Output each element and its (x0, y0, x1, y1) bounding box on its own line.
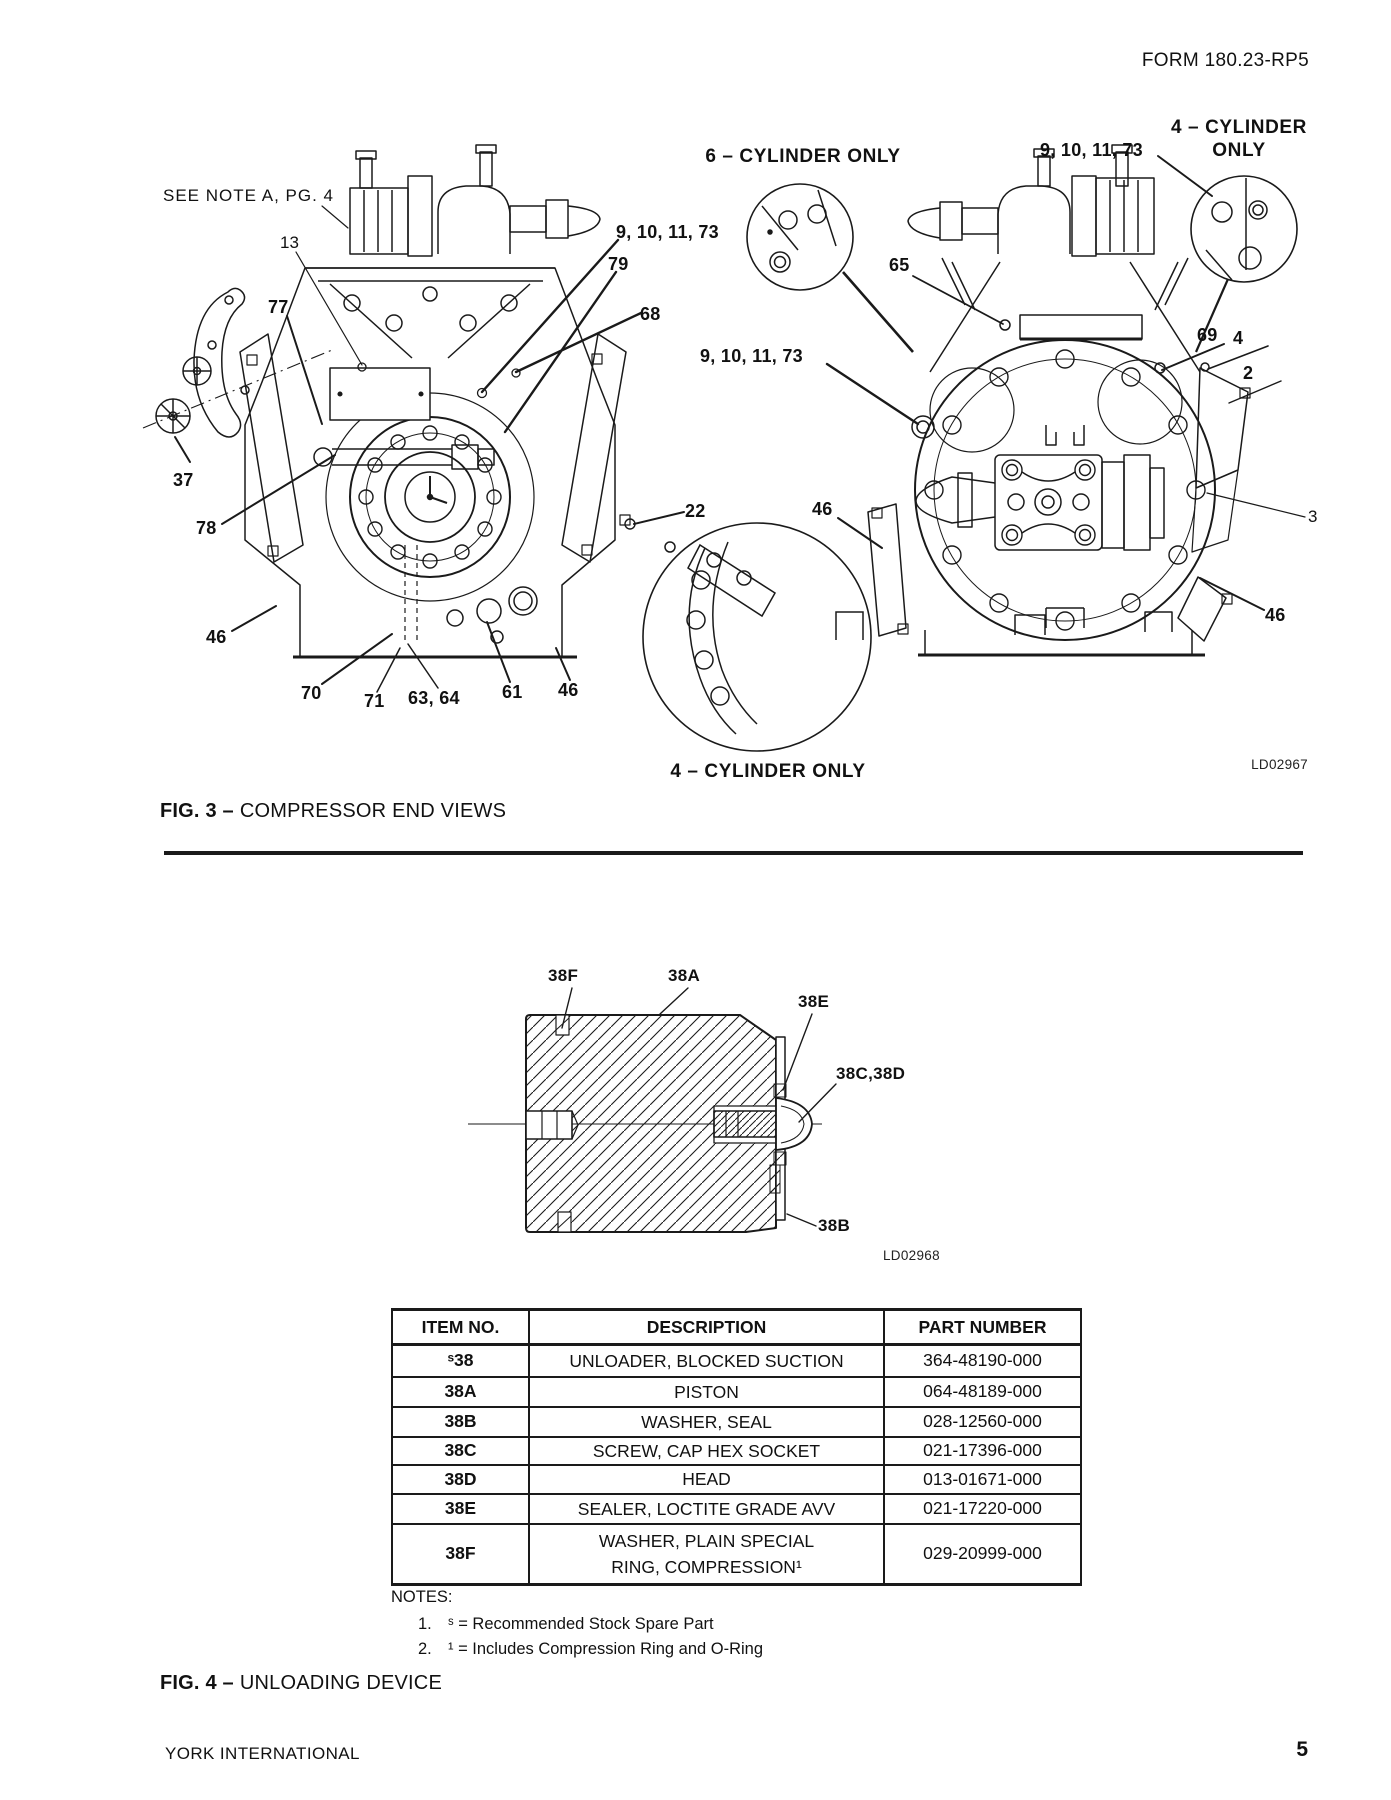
callout-46-bottom: 46 (558, 680, 579, 700)
table-row: 38C SCREW, CAP HEX SOCKET 021-17396-000 (391, 1435, 1082, 1466)
fig3-caption: FIG. 3 –COMPRESSOR END VIEWS (160, 800, 506, 823)
fig3-leader-lines (174, 155, 1306, 693)
cell-item: 38E (391, 1492, 530, 1525)
callout-3: 3 (1308, 507, 1318, 526)
callout-70: 70 (301, 683, 322, 703)
cell-part: 364-48190-000 (883, 1343, 1082, 1378)
parts-table-header-row: ITEM NO. DESCRIPTION PART NUMBER (391, 1308, 1082, 1346)
cell-part: 029-20999-000 (883, 1522, 1082, 1586)
table-row: 38F WASHER, PLAIN SPECIAL RING, COMPRESS… (391, 1522, 1082, 1586)
cell-description: SEALER, LOCTITE GRADE AVV (528, 1492, 885, 1525)
cell-description: HEAD (528, 1463, 885, 1495)
callout-79: 79 (608, 254, 629, 274)
note-item-1: 1. ˢ = Recommended Stock Spare Part (418, 1615, 714, 1634)
callout-61: 61 (502, 682, 523, 702)
fig3-caption-number: FIG. 3 – (160, 800, 234, 822)
callout-9-10-11-73-middle: 9, 10, 11, 73 (700, 346, 803, 366)
fig4-caption: FIG. 4 –UNLOADING DEVICE (160, 1672, 442, 1695)
cell-part: 021-17220-000 (883, 1492, 1082, 1525)
fig4-unloader-drawing (468, 987, 837, 1233)
footer-company: YORK INTERNATIONAL (165, 1744, 360, 1763)
note-1-text: ˢ = Recommended Stock Spare Part (448, 1615, 714, 1633)
callout-38e: 38E (798, 992, 830, 1011)
caption-4-cylinder-only-bottom: 4 – CYLINDER ONLY (670, 761, 866, 782)
callout-37: 37 (173, 470, 194, 490)
note-2-text: ¹ = Includes Compression Ring and O-Ring (448, 1640, 764, 1658)
caption-4-cylinder-line1: 4 – CYLINDER (1170, 117, 1307, 138)
drawing-id-ld02967: LD02967 (1251, 757, 1308, 772)
callout-46-middle: 46 (812, 499, 833, 519)
callout-38c-38d: 38C,38D (836, 1064, 906, 1083)
cell-description: PISTON (528, 1375, 885, 1408)
callout-68: 68 (640, 304, 661, 324)
cell-item: 38A (391, 1375, 530, 1408)
callout-38b: 38B (818, 1216, 851, 1235)
col-header-item-no: ITEM NO. (391, 1308, 530, 1346)
cell-item: 38B (391, 1405, 530, 1438)
cell-part: 013-01671-000 (883, 1463, 1082, 1495)
cell-item: ˢ38 (391, 1343, 530, 1378)
fig4-caption-number: FIG. 4 – (160, 1672, 234, 1694)
table-row: 38A PISTON 064-48189-000 (391, 1375, 1082, 1408)
table-row: 38B WASHER, SEAL 028-12560-000 (391, 1405, 1082, 1438)
callout-65: 65 (889, 255, 910, 275)
cell-description: WASHER, SEAL (528, 1405, 885, 1438)
cell-description: SCREW, CAP HEX SOCKET (528, 1435, 885, 1466)
callout-46-right: 46 (1265, 605, 1286, 625)
callout-77: 77 (268, 297, 289, 317)
table-row: ˢ38 UNLOADER, BLOCKED SUCTION 364-48190-… (391, 1343, 1082, 1378)
col-header-part-number: PART NUMBER (883, 1308, 1082, 1346)
fig3-right-end-view (867, 144, 1251, 657)
caption-4-cylinder-line2: ONLY (1212, 140, 1266, 161)
callout-46-left: 46 (206, 627, 227, 647)
cell-part: 064-48189-000 (883, 1375, 1082, 1408)
callout-78: 78 (196, 518, 217, 538)
table-row: 38D HEAD 013-01671-000 (391, 1463, 1082, 1495)
cell-description: WASHER, PLAIN SPECIAL RING, COMPRESSION¹ (528, 1522, 885, 1586)
caption-4-cylinder-only-top: 4 – CYLINDER ONLY (1163, 116, 1315, 162)
drawing-id-ld02968: LD02968 (883, 1248, 940, 1263)
parts-table: ITEM NO. DESCRIPTION PART NUMBER ˢ38 UNL… (391, 1308, 1082, 1586)
note-1-number: 1. (418, 1615, 432, 1633)
callout-38a: 38A (668, 966, 701, 985)
callout-38f: 38F (548, 966, 579, 985)
cell-item: 38C (391, 1435, 530, 1466)
note-item-2: 2. ¹ = Includes Compression Ring and O-Ri… (418, 1640, 763, 1659)
callout-22: 22 (685, 501, 706, 521)
fig4-caption-text: UNLOADING DEVICE (239, 1672, 442, 1694)
callout-see-note: SEE NOTE A, PG. 4 (163, 186, 334, 205)
page-number: 5 (1296, 1738, 1308, 1761)
fig3-left-end-view (142, 144, 631, 659)
form-number: FORM 180.23-RP5 (1141, 50, 1309, 71)
cell-part: 028-12560-000 (883, 1405, 1082, 1438)
cell-description: UNLOADER, BLOCKED SUCTION (528, 1343, 885, 1378)
section-divider-rule (164, 851, 1303, 855)
caption-6-cylinder-only: 6 – CYLINDER ONLY (705, 146, 901, 167)
callout-69: 69 (1197, 325, 1218, 345)
notes-title: NOTES: (391, 1588, 453, 1606)
cell-part: 021-17396-000 (883, 1435, 1082, 1466)
col-header-description: DESCRIPTION (528, 1308, 885, 1346)
callout-4: 4 (1233, 328, 1244, 348)
callout-2: 2 (1243, 363, 1254, 383)
cell-item: 38F (391, 1522, 530, 1586)
callout-71: 71 (364, 691, 385, 711)
note-2-number: 2. (418, 1640, 432, 1658)
callout-13: 13 (280, 233, 299, 252)
callout-9-10-11-73-left: 9, 10, 11, 73 (616, 222, 719, 242)
cell-item: 38D (391, 1463, 530, 1495)
callout-9-10-11-73-right: 9, 10, 11, 73 (1040, 140, 1143, 160)
callout-63-64: 63, 64 (408, 688, 460, 708)
fig3-detail-insets (642, 175, 1298, 752)
table-row: 38E SEALER, LOCTITE GRADE AVV 021-17220-… (391, 1492, 1082, 1525)
fig3-caption-text: COMPRESSOR END VIEWS (239, 800, 507, 822)
